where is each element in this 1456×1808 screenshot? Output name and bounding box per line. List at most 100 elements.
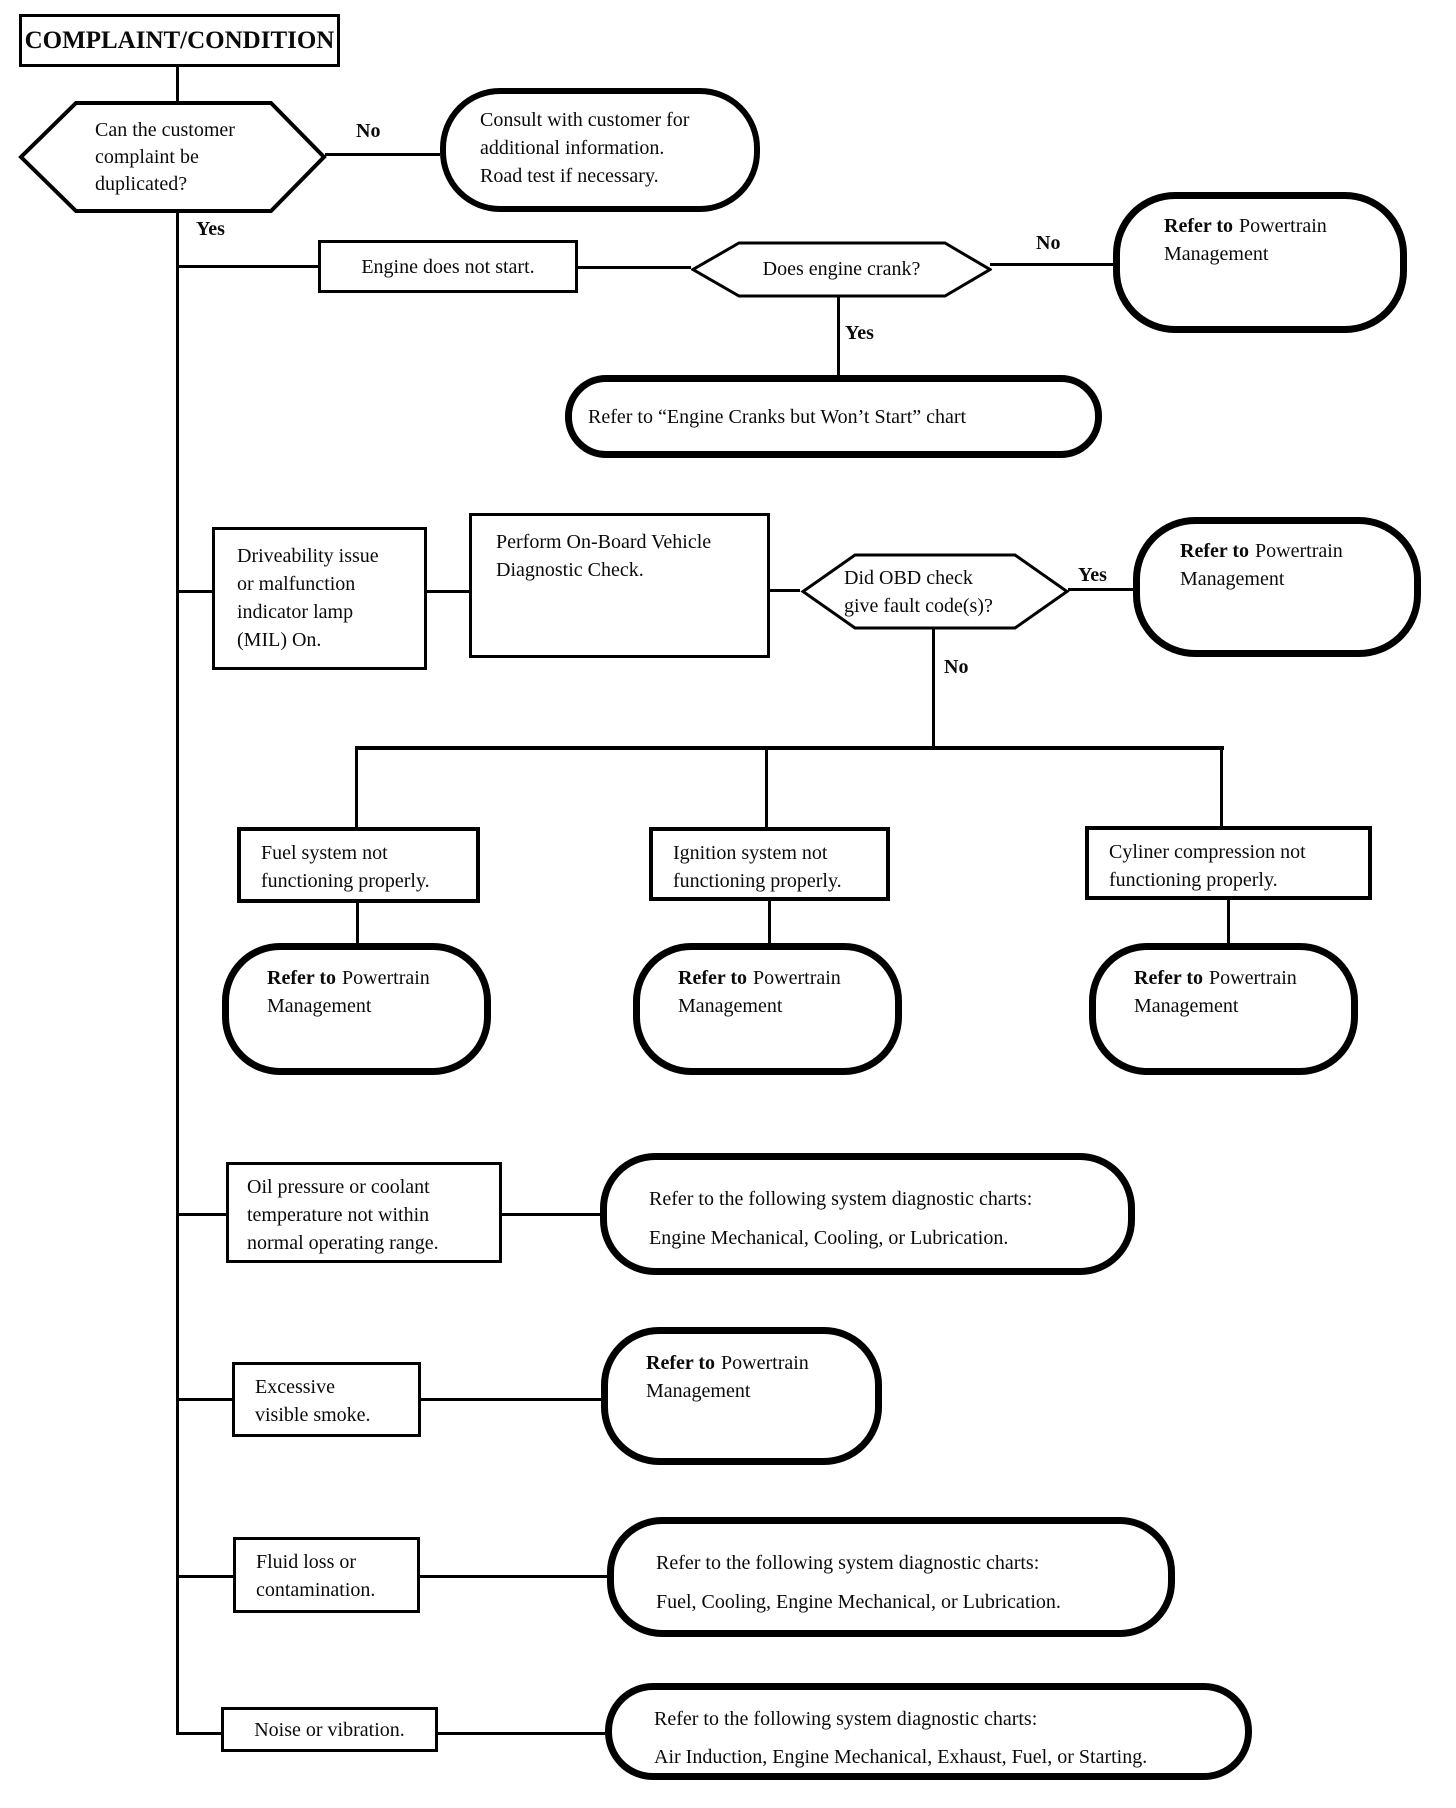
text-line: Fuel system not	[261, 842, 388, 864]
text-line: Can the customer	[95, 119, 235, 141]
text-line: functioning properly.	[1109, 869, 1278, 891]
edge-label-obd-yes: Yes	[1078, 564, 1107, 586]
connector-fuel-to-refer	[356, 901, 359, 943]
decision-duplicate: Can the customer complaint be duplicated…	[18, 100, 327, 214]
condition-cylinder-compression: Cyliner compression not functioning prop…	[1085, 826, 1372, 900]
hexagon-shape	[800, 553, 1070, 630]
connector-engine-to-crank	[578, 266, 691, 269]
decision-duplicate-text: Can the customer complaint be duplicated…	[18, 100, 327, 214]
text-line: Management	[678, 995, 783, 1017]
edge-label-duplicate-no: No	[356, 120, 381, 142]
condition-engine-no-start-label: Engine does not start.	[361, 255, 535, 278]
edge-label-duplicate-yes: Yes	[196, 218, 225, 240]
hexagon-shape	[691, 241, 992, 298]
connector-branch-engine	[176, 265, 318, 268]
start-node-label: COMPLAINT/CONDITION	[24, 26, 335, 54]
connector-smoke-to-refer	[421, 1398, 601, 1401]
terminal-consult-customer: Consult with customer for additional inf…	[440, 88, 760, 212]
connector-split-ignition	[765, 749, 768, 827]
decision-obd-codes-text: Did OBD check give fault code(s)?	[800, 553, 1070, 630]
connector-branch-oil	[176, 1213, 226, 1216]
connector-ignition-to-refer	[768, 899, 771, 943]
text-line: duplicated?	[95, 173, 188, 195]
connector-crank-yes	[837, 296, 840, 375]
terminal-noise-charts: Refer to the following system diagnostic…	[605, 1683, 1252, 1780]
text-line: Management	[646, 1380, 751, 1402]
terminal-engine-cranks-chart: Refer to “Engine Cranks but Won’t Start”…	[565, 375, 1102, 458]
text-line: normal operating range.	[247, 1232, 439, 1254]
connector-obd-no	[932, 628, 935, 749]
connector-driveability-to-perform	[427, 590, 469, 593]
condition-engine-no-start: Engine does not start.	[318, 240, 578, 293]
decision-obd-codes: Did OBD check give fault code(s)?	[800, 553, 1070, 630]
condition-fluid-loss: Fluid loss or contamination.	[233, 1537, 420, 1613]
edge-label-crank-no: No	[1036, 232, 1061, 254]
connector-branch-smoke	[176, 1398, 232, 1401]
condition-oil-pressure: Oil pressure or coolant temperature not …	[226, 1162, 502, 1263]
text-line: (MIL) On.	[237, 629, 322, 651]
text-line: Fluid loss or	[256, 1551, 357, 1573]
text-line: Refer to the following system diagnostic…	[649, 1188, 1033, 1210]
condition-driveability: Driveability issue or malfunction indica…	[212, 527, 427, 670]
edge-label-obd-no: No	[944, 656, 969, 678]
connector-branch-noise	[176, 1732, 221, 1735]
text-line: functioning properly.	[261, 870, 430, 892]
text-line: visible smoke.	[255, 1404, 371, 1426]
text-line: Perform On-Board Vehicle	[496, 531, 712, 553]
text-line: Oil pressure or coolant	[247, 1176, 430, 1198]
text-line: Road test if necessary.	[480, 165, 659, 187]
connector-split-cylinder	[1220, 749, 1223, 826]
text-line: Management	[1164, 243, 1269, 265]
text-line: functioning properly.	[673, 870, 842, 892]
connector-oil-to-refer	[502, 1213, 600, 1216]
text-line: indicator lamp	[237, 601, 354, 623]
condition-fuel-system: Fuel system not functioning properly.	[237, 827, 480, 903]
text-line: or malfunction	[237, 573, 356, 595]
text-line: Engine Mechanical, Cooling, or Lubricati…	[649, 1227, 1009, 1249]
connector-complaint-to-duplicate	[176, 67, 179, 101]
text-line: give fault code(s)?	[844, 595, 993, 617]
start-node-complaint: COMPLAINT/CONDITION	[19, 14, 340, 67]
decision-engine-crank: Does engine crank?	[691, 241, 992, 298]
condition-noise-vibration-label: Noise or vibration.	[254, 1718, 405, 1741]
text-line: Cyliner compression not	[1109, 841, 1306, 863]
text-line: Excessive	[255, 1376, 335, 1398]
condition-ignition-system: Ignition system not functioning properly…	[649, 827, 890, 901]
decision-engine-crank-text: Does engine crank?	[691, 241, 992, 298]
condition-smoke: Excessive visible smoke.	[232, 1362, 421, 1437]
edge-label-crank-yes: Yes	[845, 322, 874, 344]
action-obd-check: Perform On-Board Vehicle Diagnostic Chec…	[469, 513, 770, 658]
connector-perform-to-obd	[770, 589, 800, 592]
connector-main-trunk	[176, 210, 179, 1735]
text-line: Refer to the following system diagnostic…	[654, 1708, 1038, 1730]
text-line: Consult with customer for	[480, 109, 690, 131]
text-line: temperature not within	[247, 1204, 430, 1226]
text-line: Management	[267, 995, 372, 1017]
text-line: Does engine crank?	[762, 258, 921, 280]
connector-cylinder-to-refer	[1227, 898, 1230, 943]
text-line: Management	[1134, 995, 1239, 1017]
connector-crank-no	[990, 263, 1113, 266]
connector-duplicate-no	[325, 153, 440, 156]
text-line: Refer to the following system diagnostic…	[656, 1552, 1040, 1574]
terminal-engine-cranks-chart-label: Refer to “Engine Cranks but Won’t Start”…	[588, 405, 967, 428]
text-line: Ignition system not	[673, 842, 828, 864]
text-line: Fuel, Cooling, Engine Mechanical, or Lub…	[656, 1591, 1061, 1613]
connector-branch-driveability	[176, 590, 212, 593]
hexagon-shape	[18, 101, 327, 213]
condition-noise-vibration: Noise or vibration.	[221, 1707, 438, 1752]
text-line: complaint be	[95, 146, 199, 168]
text-line: Driveability issue	[237, 545, 379, 567]
connector-obd-yes	[1068, 588, 1133, 591]
terminal-oil-charts: Refer to the following system diagnostic…	[600, 1153, 1135, 1275]
